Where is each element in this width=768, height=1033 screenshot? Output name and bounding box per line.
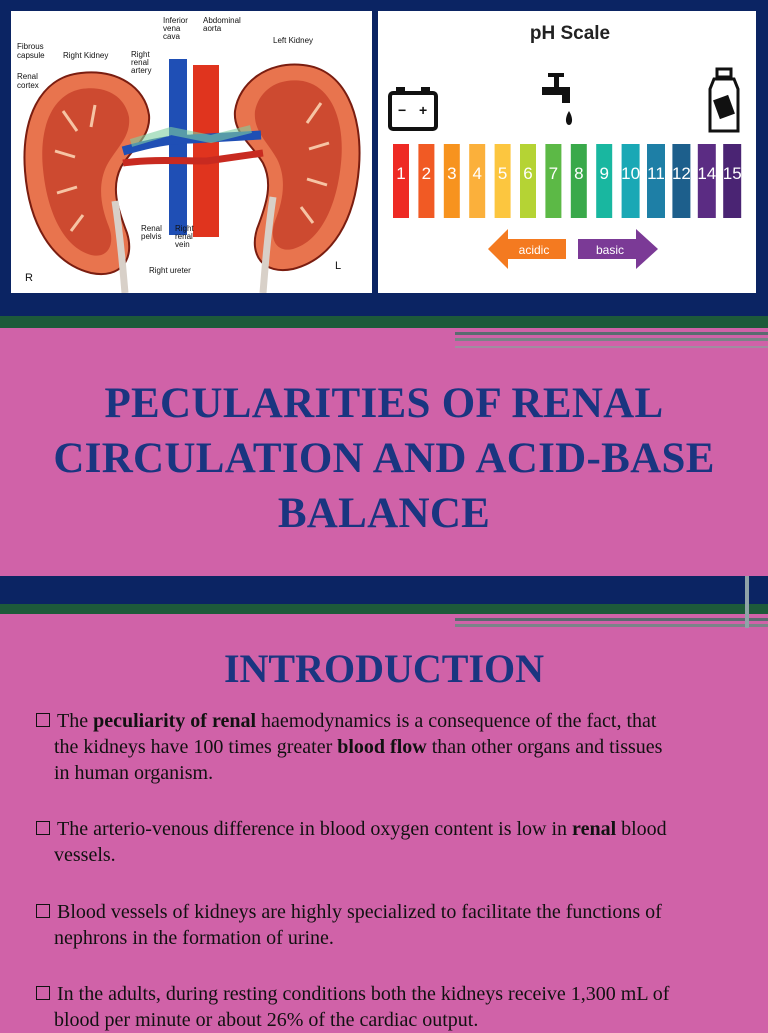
svg-text:vena: vena bbox=[163, 24, 181, 33]
title-line-1: PECULARITIES OF RENAL bbox=[104, 380, 664, 427]
left-kidney-shape bbox=[233, 63, 361, 272]
label-right-renal-artery: Right bbox=[131, 50, 150, 59]
divider-green bbox=[0, 316, 768, 328]
ph-bar-label-14: 14 bbox=[697, 164, 716, 183]
title-line-3: BALANCE bbox=[277, 490, 491, 537]
divider-thin-line bbox=[455, 624, 768, 627]
bullet-1: The peculiarity of renal haemodynamics i… bbox=[36, 708, 736, 786]
checkbox-bullet-icon bbox=[36, 904, 50, 918]
faucet-icon bbox=[542, 73, 573, 125]
ph-bar-10 bbox=[621, 144, 640, 218]
ph-bar-6 bbox=[520, 144, 536, 218]
svg-text:cortex: cortex bbox=[17, 81, 39, 90]
checkbox-bullet-icon bbox=[36, 713, 50, 727]
title-line-2: CIRCULATION AND ACID-BASE bbox=[53, 435, 715, 482]
divider-thin-line bbox=[455, 338, 768, 341]
divider-accent bbox=[745, 576, 749, 628]
ph-bar-label-8: 8 bbox=[574, 164, 583, 183]
checkbox-bullet-icon bbox=[36, 986, 50, 1000]
acidic-label: acidic bbox=[519, 243, 550, 257]
ph-bar-14 bbox=[697, 144, 716, 218]
label-renal-pelvis: Renal bbox=[141, 224, 162, 233]
ph-bar-7 bbox=[545, 144, 562, 218]
vena-cava-shape bbox=[169, 59, 187, 235]
label-fibrous-capsule: Fibrous bbox=[17, 42, 44, 51]
bullet-4: In the adults, during resting conditions… bbox=[36, 981, 736, 1033]
divider-green bbox=[0, 604, 768, 614]
bleach-bottle-icon bbox=[708, 67, 740, 133]
ph-bar-1 bbox=[393, 144, 409, 218]
aorta-shape bbox=[193, 65, 219, 237]
acidic-arrow: acidic bbox=[488, 229, 566, 269]
divider-thin-line bbox=[455, 332, 768, 335]
ph-bar-label-1: 1 bbox=[396, 164, 405, 183]
divider-thin-line bbox=[455, 346, 768, 348]
kidney-anatomy-image: Fibrous capsule Right Kidney Renal corte… bbox=[11, 11, 372, 293]
battery-icon: − + bbox=[388, 87, 438, 131]
ph-bar-label-7: 7 bbox=[549, 164, 558, 183]
ph-bar-label-10: 10 bbox=[621, 164, 640, 183]
label-inferior-vena-cava: Inferior bbox=[163, 16, 188, 25]
kidney-diagram: Fibrous capsule Right Kidney Renal corte… bbox=[11, 11, 372, 293]
label-r: R bbox=[25, 272, 33, 284]
ph-bar-label-6: 6 bbox=[523, 164, 532, 183]
bullet-3: Blood vessels of kidneys are highly spec… bbox=[36, 899, 736, 951]
ph-bar-label-2: 2 bbox=[422, 164, 431, 183]
svg-text:+: + bbox=[419, 102, 427, 118]
slide-title: PECULARITIES OF RENAL CIRCULATION AND AC… bbox=[20, 376, 748, 541]
ph-bar-label-3: 3 bbox=[447, 164, 456, 183]
ph-bar-12 bbox=[672, 144, 691, 218]
ph-bar-label-11: 11 bbox=[647, 164, 665, 183]
ph-bar-8 bbox=[570, 144, 587, 218]
ph-bar-label-9: 9 bbox=[599, 164, 608, 183]
intro-heading: INTRODUCTION bbox=[223, 646, 545, 691]
label-left-kidney: Left Kidney bbox=[273, 36, 313, 45]
ph-bar-2 bbox=[418, 144, 435, 218]
ph-bar-label-4: 4 bbox=[472, 164, 481, 183]
svg-text:capsule: capsule bbox=[17, 51, 45, 60]
svg-text:artery: artery bbox=[131, 66, 151, 75]
svg-text:−: − bbox=[398, 102, 406, 118]
divider-navy bbox=[0, 576, 768, 604]
svg-text:renal: renal bbox=[175, 232, 193, 241]
ph-bar-3 bbox=[443, 144, 460, 218]
label-l: L bbox=[335, 260, 341, 272]
label-right-ureter: Right ureter bbox=[149, 266, 191, 275]
basic-arrow: basic bbox=[578, 229, 658, 269]
basic-label: basic bbox=[596, 243, 624, 257]
divider-thin-line bbox=[455, 618, 768, 621]
ph-bar-5 bbox=[494, 144, 511, 218]
ph-bar-label-12: 12 bbox=[672, 164, 691, 183]
checkbox-bullet-icon bbox=[36, 821, 50, 835]
ph-scale-title: pH Scale bbox=[530, 23, 610, 44]
bullet-2: The arterio-venous difference in blood o… bbox=[36, 816, 736, 868]
ph-bar-9 bbox=[596, 144, 613, 218]
label-renal-cortex: Renal bbox=[17, 72, 38, 81]
ph-bar-label-5: 5 bbox=[498, 164, 507, 183]
divider-navy bbox=[0, 306, 768, 316]
ph-bar-15 bbox=[723, 144, 742, 218]
svg-text:cava: cava bbox=[163, 32, 180, 41]
label-right-renal-vein: Right bbox=[175, 224, 194, 233]
svg-text:aorta: aorta bbox=[203, 24, 222, 33]
ph-bar-11 bbox=[647, 144, 665, 218]
ph-bar-label-15: 15 bbox=[723, 164, 742, 183]
ph-bar-4 bbox=[469, 144, 486, 218]
label-right-kidney: Right Kidney bbox=[63, 51, 108, 60]
right-kidney-shape bbox=[23, 71, 151, 276]
svg-text:vein: vein bbox=[175, 240, 190, 249]
svg-text:renal: renal bbox=[131, 58, 149, 67]
label-abdominal-aorta: Abdominal bbox=[203, 16, 241, 25]
svg-text:pelvis: pelvis bbox=[141, 232, 161, 241]
